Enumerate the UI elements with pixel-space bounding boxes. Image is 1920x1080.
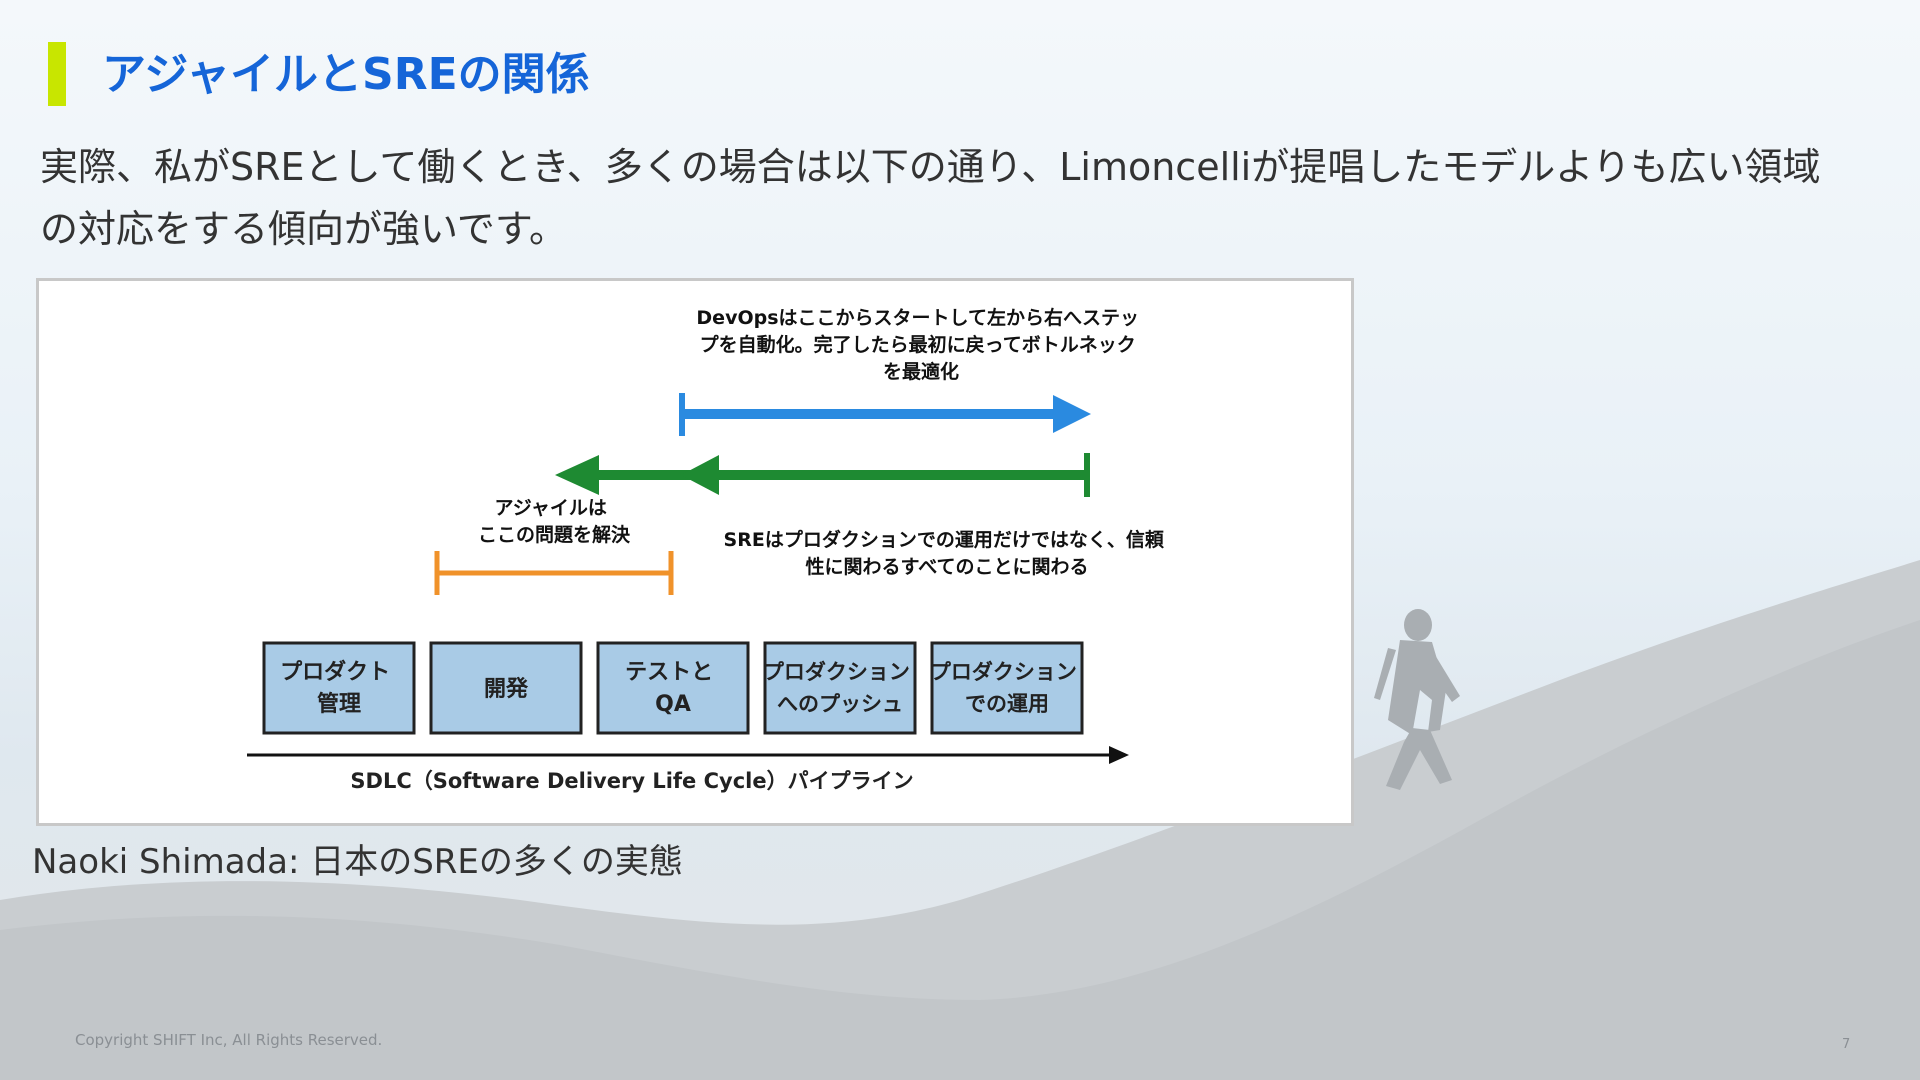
- copyright-notice: Copyright SHIFT Inc, All Rights Reserved…: [75, 1031, 383, 1049]
- front-ridge: [0, 620, 1920, 1080]
- devops-note-line-3: を最適化: [883, 360, 959, 383]
- svg-text:テストと QA: テストと QA: [625, 660, 721, 717]
- page-number: 7: [1842, 1037, 1851, 1052]
- agile-note: アジャイルは ここの問題を解決: [478, 497, 631, 546]
- diagram-frame: DevOpsはここからスタートして左から右へステッ プを自動化。完了したら最初に…: [36, 278, 1354, 826]
- lead-text: 実際、私がSREとして働くとき、多くの場合は以下の通り、Limoncelliが提…: [40, 145, 1821, 251]
- sre-note-line-2: 性に関わるすべてのことに関わる: [806, 555, 1089, 578]
- agile-note-line-1: アジャイルは: [495, 497, 607, 519]
- stage-product-management: プロダクト 管理: [262, 641, 416, 735]
- stage-5-line-1: プロダクション: [930, 660, 1077, 684]
- stage-push-to-production: プロダクション へのプッシュ: [763, 641, 917, 735]
- pipeline-label: SDLC（Software Delivery Life Cycle）パイプライン: [350, 769, 913, 793]
- pipeline-arrow: [247, 746, 1129, 764]
- stage-development: 開発: [429, 641, 583, 735]
- stage-test-and-qa: テストと QA: [596, 641, 750, 735]
- stage-3-line-2: QA: [655, 692, 691, 717]
- agile-bracket: [434, 551, 674, 595]
- svg-text:プロダクション へのプッシュ: プロダクション へのプッシュ: [763, 660, 917, 716]
- agile-note-line-2: ここの問題を解決: [478, 523, 631, 546]
- svg-text:開発: 開発: [484, 677, 529, 702]
- stage-5-line-2: での運用: [965, 692, 1049, 716]
- svg-text:プロダクト 管理: プロダクト 管理: [280, 659, 398, 717]
- sre-arrow: [555, 453, 1090, 497]
- devops-note-line-2: プを自動化。完了したら最初に戻ってボトルネック: [700, 333, 1136, 356]
- stage-1-line-1: プロダクト: [280, 659, 390, 685]
- stage-4-line-2: へのプッシュ: [777, 692, 903, 716]
- svg-text:プロダクション での運用: プロダクション での運用: [930, 660, 1084, 716]
- hiker-silhouette-icon: [1374, 609, 1460, 790]
- sre-note: SREはプロダクションでの運用だけではなく、信頼 性に関わるすべてのことに関わる: [724, 528, 1171, 578]
- sre-note-line-1: SREはプロダクションでの運用だけではなく、信頼: [724, 528, 1165, 551]
- devops-arrow: [679, 393, 1091, 436]
- stage-4-line-1: プロダクション: [763, 660, 910, 684]
- devops-note: DevOpsはここからスタートして左から右へステッ プを自動化。完了したら最初に…: [696, 306, 1145, 383]
- stage-2-line-1: 開発: [484, 677, 529, 702]
- stage-3-line-1: テストと: [625, 660, 713, 685]
- devops-note-line-1: DevOpsはここからスタートして左から右へステッ: [696, 306, 1139, 329]
- stage-production-operations: プロダクション での運用: [930, 641, 1084, 735]
- stage-1-line-2: 管理: [317, 691, 361, 717]
- figure-caption: Naoki Shimada: 日本のSREの多くの実態: [32, 842, 683, 882]
- slide-title: アジャイルとSREの関係: [102, 49, 590, 100]
- title-accent-bar: [48, 42, 66, 106]
- sdlc-diagram: DevOpsはここからスタートして左から右へステッ プを自動化。完了したら最初に…: [247, 306, 1171, 793]
